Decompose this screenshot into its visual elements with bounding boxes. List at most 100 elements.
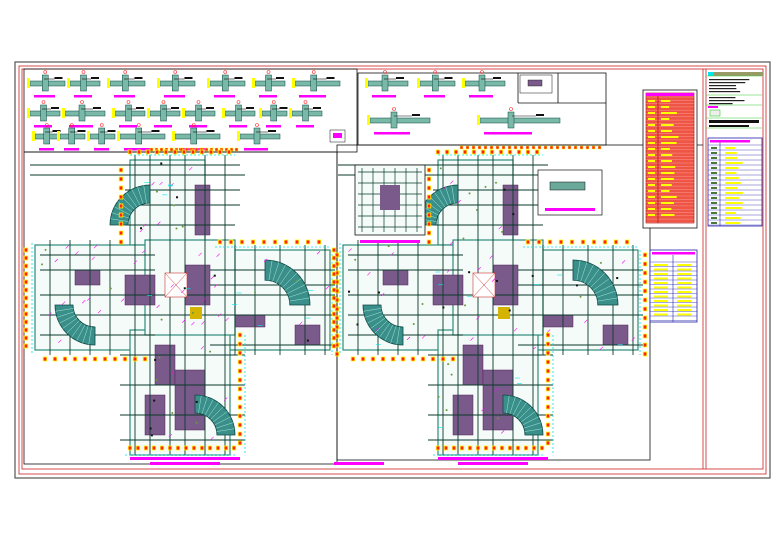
column-grid-bubble-icon: [23, 263, 29, 269]
detail-title-bar: [374, 132, 410, 135]
rebar-tag: [27, 108, 30, 118]
beam-section: [119, 133, 166, 140]
column-grid-bubble-icon: [567, 145, 572, 150]
column-grid-bubble-icon: [142, 356, 148, 362]
table-cell: [661, 136, 679, 138]
column-section: [42, 74, 49, 92]
table-cell: [654, 277, 668, 280]
stair-tread: [523, 422, 542, 429]
column-grid-bubble-icon: [642, 297, 648, 303]
column-marker: [181, 225, 184, 228]
column-grid-bubble-icon: [459, 445, 465, 451]
column-grid-bubble-icon: [513, 145, 518, 150]
label-block: [52, 130, 61, 132]
stair-tread: [114, 206, 131, 216]
table-cell: [648, 190, 655, 192]
column-grid-bubble-icon: [545, 440, 551, 446]
annotation-mark: [406, 336, 411, 341]
note-text-line: [709, 88, 737, 90]
detail-title-bar: [424, 95, 445, 98]
column-marker: [496, 417, 499, 420]
column-marker: [209, 350, 212, 353]
table-cell: [661, 190, 670, 192]
column-grid-bubble-icon: [334, 306, 340, 312]
column-grid-bubble-icon: [426, 176, 432, 182]
stair-tread: [584, 264, 594, 284]
table-cell: [711, 157, 717, 159]
outer-frame: [14, 61, 771, 479]
table-cell: [648, 184, 655, 186]
annotation-mark: [133, 260, 138, 264]
column-grid-bubble-icon: [23, 247, 29, 253]
column-grid-bubble-icon: [591, 239, 597, 245]
column-grid-bubble-icon: [467, 445, 473, 451]
stair-tread: [76, 324, 86, 341]
stair-tread: [66, 320, 80, 334]
table-cell: [661, 196, 677, 198]
annotation-mark: [157, 221, 161, 225]
label-block: [412, 114, 420, 116]
slab-zone: [380, 185, 400, 210]
table-cell: [648, 118, 655, 120]
rebar-tag: [62, 108, 65, 118]
column: [176, 196, 179, 199]
annotation-mark: [631, 337, 635, 341]
column: [154, 358, 157, 361]
column-grid-bubble-icon: [435, 149, 441, 155]
column-grid-bubble-icon: [545, 359, 551, 365]
label-block: [396, 77, 404, 79]
column-marker: [254, 291, 257, 294]
label-block: [313, 107, 321, 109]
stair-tread: [580, 262, 588, 282]
column-grid-bubble-icon: [237, 368, 243, 374]
stair-tread: [396, 326, 400, 345]
rebar-tag: [117, 131, 120, 141]
table-cell: [648, 112, 655, 114]
note-text-line: [709, 120, 759, 123]
table-cell: [648, 136, 655, 138]
column-section: [253, 127, 261, 145]
annotation-mark: [168, 433, 173, 438]
note-text-line: [709, 85, 737, 87]
annotation-mark: [223, 397, 228, 401]
slab-zone: [194, 184, 211, 236]
column-grid-bubble-icon: [132, 356, 138, 362]
label-block: [276, 77, 284, 79]
beam-section: [369, 117, 431, 124]
section-marker: [255, 123, 259, 127]
column-grid-bubble-icon: [179, 147, 184, 152]
column: [183, 287, 186, 290]
table-cell: [654, 273, 668, 275]
stair-tread: [210, 406, 224, 420]
column-grid-bubble-icon: [435, 445, 441, 451]
table-cell: [648, 178, 655, 180]
annotation-mark: [500, 430, 505, 434]
beam-section: [549, 181, 586, 191]
column-marker: [599, 261, 602, 264]
label-block: [206, 107, 214, 109]
table-cell: [648, 130, 655, 132]
annotation-mark: [621, 260, 626, 264]
column-grid-bubble-icon: [72, 356, 78, 362]
rebar-tag: [147, 108, 150, 118]
column-marker: [158, 356, 161, 359]
column-grid-bubble-icon: [475, 445, 481, 451]
column-grid-bubble-icon: [23, 343, 29, 349]
column-grid-bubble-icon: [591, 145, 596, 150]
stair-tread: [524, 428, 543, 432]
stair-tread: [379, 322, 391, 338]
stair-tread: [288, 290, 308, 298]
title-block-header: [708, 72, 714, 76]
column-grid-bubble-icon: [208, 149, 214, 155]
detail-title-bar: [484, 132, 532, 135]
table-cell: [661, 172, 675, 174]
table-cell: [725, 222, 741, 224]
column-marker: [295, 279, 298, 282]
column-section: [160, 104, 167, 122]
table-cell: [648, 160, 655, 162]
label-block: [536, 114, 544, 116]
table-cell: [654, 300, 668, 302]
stair-tread: [434, 192, 446, 208]
column-grid-bubble-icon: [462, 149, 468, 155]
column-grid-bubble-icon: [331, 327, 337, 333]
